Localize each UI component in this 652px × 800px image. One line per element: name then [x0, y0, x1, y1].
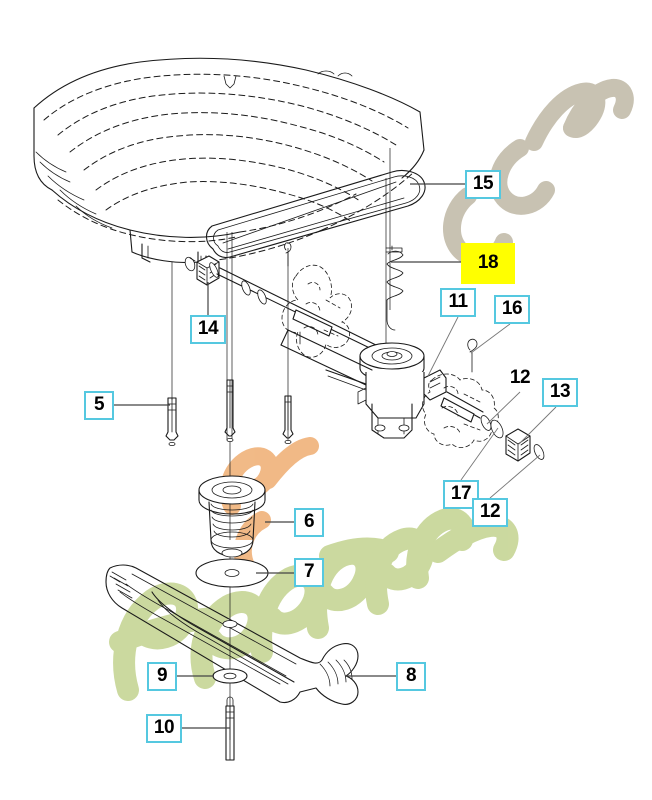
callout-12-lower[interactable]: 12	[472, 498, 508, 527]
mower-deck-outline	[33, 57, 425, 273]
callout-14[interactable]: 14	[190, 315, 226, 344]
callout-18[interactable]: 18	[461, 243, 515, 284]
callout-8[interactable]: 8	[396, 662, 426, 691]
callout-5[interactable]: 5	[84, 391, 114, 420]
drive-gear	[505, 428, 531, 462]
callout-13[interactable]: 13	[542, 378, 578, 407]
retaining-pin	[467, 338, 478, 373]
callout-12-upper[interactable]: 12	[506, 365, 534, 392]
callout-label: 7	[303, 561, 315, 582]
blade-washer-upper	[195, 558, 269, 588]
callout-6[interactable]: 6	[294, 508, 324, 537]
pulley-gearbox-housing	[325, 342, 447, 439]
cutting-blade	[105, 564, 359, 705]
callout-label: 14	[197, 318, 219, 339]
callout-label: 18	[477, 252, 499, 273]
blade-boss-spring	[198, 475, 266, 558]
tension-spring	[385, 245, 404, 331]
vertical-fasteners	[165, 242, 294, 446]
drive-shaft-assembly	[184, 255, 381, 386]
shaft-gear	[196, 255, 220, 286]
callout-10[interactable]: 10	[146, 714, 182, 743]
callout-label: 6	[303, 511, 315, 532]
drive-belt	[205, 169, 426, 259]
callout-label: 12	[479, 501, 501, 522]
leader-lines	[114, 183, 557, 729]
deck-bracket-phantom	[281, 264, 352, 358]
callout-label: 13	[549, 381, 571, 402]
callout-label: 12	[509, 367, 531, 388]
callout-15[interactable]: 15	[465, 170, 501, 199]
blade-bolt	[225, 696, 235, 761]
callout-label: 9	[156, 665, 168, 686]
callout-label: 17	[450, 483, 472, 504]
callout-7[interactable]: 7	[294, 558, 324, 587]
callout-label: 11	[448, 291, 468, 312]
callout-label: 8	[405, 665, 417, 686]
callout-label: 5	[93, 394, 105, 415]
callout-11[interactable]: 11	[440, 288, 476, 317]
callout-16[interactable]: 16	[494, 295, 530, 324]
callout-label: 16	[501, 298, 523, 319]
output-shaft-assembly	[422, 373, 545, 462]
callout-label: 15	[472, 173, 494, 194]
callout-9[interactable]: 9	[147, 662, 177, 691]
callout-label: 10	[153, 717, 175, 738]
